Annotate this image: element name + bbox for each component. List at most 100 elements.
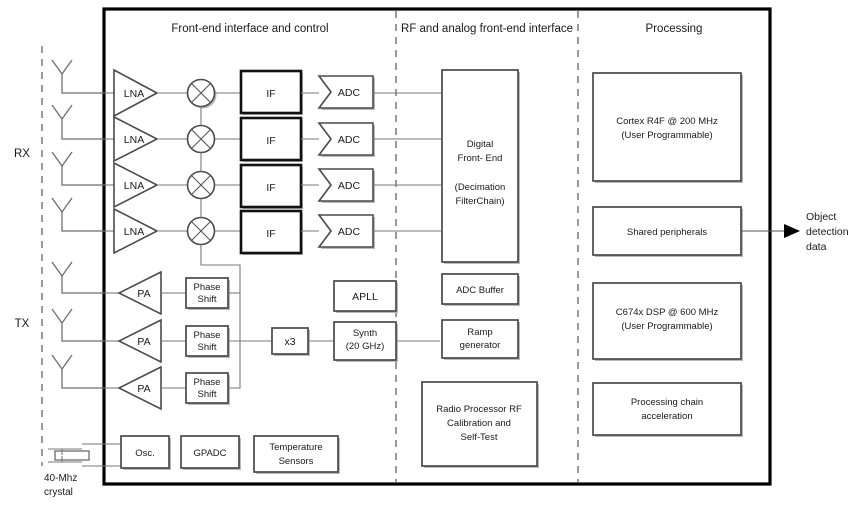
rx-chain-row-1: LNA IF ADC (104, 68, 442, 118)
crystal-line1: 40-Mhz (44, 473, 77, 484)
adc-3-label: ADC (338, 180, 361, 192)
if-4 (239, 209, 303, 255)
adc-buffer-block: ADC Buffer (441, 273, 520, 306)
dsp-line2: (User Programmable) (621, 321, 712, 332)
output-line3: data (806, 241, 827, 253)
lna-2 (113, 115, 159, 163)
tx-chain-row-1: PA Phase Shift (104, 270, 240, 316)
cortex-line2: (User Programmable) (621, 130, 712, 141)
ramp-generator-block: Ramp generator (441, 319, 520, 360)
mixer-3 (186, 170, 216, 200)
phase-shift-2 (185, 325, 229, 357)
adc-3 (317, 168, 374, 202)
section-title-processing: Processing (646, 23, 703, 35)
phase-shift-2-line2: Shift (197, 342, 216, 353)
mixer-4 (186, 216, 216, 246)
if-3 (239, 163, 303, 209)
synth-label-line2: (20 GHz) (346, 341, 385, 352)
pa-2-label: PA (137, 336, 150, 348)
multiplier-x3-label: x3 (284, 336, 295, 348)
radio-processor-block: Radio Processor RF Calibration and Self-… (421, 381, 539, 468)
chip-boundary-frame (102, 7, 772, 486)
lo-distribution-bus (200, 106, 241, 341)
if-3-label: IF (266, 182, 275, 194)
crystal-line2: crystal (44, 487, 73, 498)
side-label-rx: RX (14, 148, 30, 160)
side-label-tx: TX (15, 318, 30, 330)
gpadc-block: GPADC (180, 435, 241, 470)
osc-block: Osc. (82, 435, 171, 470)
if-1 (239, 69, 303, 115)
synth-block: Synth (20 GHz) (333, 321, 440, 362)
lna-1 (113, 68, 159, 118)
adc-2-label: ADC (338, 134, 361, 146)
dfe-line2: Front- End (458, 153, 503, 164)
radio-processor-line3: Self-Test (461, 432, 498, 443)
output-line1: Object (806, 211, 836, 223)
phase-shift-2-line1: Phase (194, 330, 221, 341)
shared-peripherals-label: Shared peripherals (627, 227, 708, 238)
phase-shift-1-line2: Shift (197, 294, 216, 305)
digital-front-end-block: Digital Front- End (Decimation FilterCha… (441, 69, 520, 264)
mixer-1 (186, 78, 217, 109)
ramp-generator-line2: generator (460, 340, 501, 351)
if-4-label: IF (266, 228, 275, 240)
section-title-rf-analog: RF and analog front-end interface (401, 23, 573, 35)
adc-buffer-label: ADC Buffer (456, 285, 504, 296)
section-title-front-end: Front-end interface and control (171, 23, 328, 35)
proc-accel-line1: Processing chain (631, 397, 703, 408)
phase-shift-3-line1: Phase (194, 377, 221, 388)
proc-accel-line2: acceleration (641, 411, 692, 422)
tx-chain-row-2: PA Phase Shift (104, 318, 272, 364)
if-2-label: IF (266, 135, 275, 147)
lna-2-label: LNA (124, 134, 144, 146)
osc-label: Osc. (135, 448, 155, 459)
if-1-label: IF (266, 88, 275, 100)
lna-3-label: LNA (124, 180, 144, 192)
tx-antenna-1 (51, 261, 104, 294)
rx-chain-row-4: LNA IF ADC (104, 207, 442, 255)
crystal-symbol: 40-Mhz crystal (44, 448, 90, 498)
adc-2 (317, 122, 374, 156)
synth-label-line1: Synth (353, 328, 377, 339)
adc-1 (317, 75, 374, 109)
rx-antenna-4 (51, 197, 104, 232)
cortex-line1: Cortex R4F @ 200 MHz (616, 116, 718, 127)
phase-shift-1-line1: Phase (194, 282, 221, 293)
rx-chain-row-2: LNA IF ADC (104, 115, 442, 163)
apll-block: APLL (333, 280, 398, 313)
shared-peripherals-block: Shared peripherals (592, 206, 743, 257)
ramp-generator-line1: Ramp (467, 327, 492, 338)
tx-antenna-2 (51, 308, 104, 342)
adc-1-label: ADC (338, 87, 361, 99)
tx-antenna-3 (51, 354, 104, 389)
if-2 (239, 116, 303, 162)
rx-antenna-2 (51, 104, 104, 140)
rx-antenna-3 (51, 151, 104, 186)
adc-4-label: ADC (338, 226, 361, 238)
pa-3-label: PA (137, 383, 150, 395)
dfe-line1: Digital (467, 139, 493, 150)
dfe-line4: FilterChain) (455, 196, 504, 207)
radio-processor-line2: Calibration and (447, 418, 511, 429)
temperature-sensors-line2: Sensors (279, 456, 314, 467)
gpadc-label: GPADC (193, 448, 226, 459)
radio-processor-line1: Radio Processor RF (436, 404, 522, 415)
mixer-2 (186, 124, 216, 154)
lna-4 (113, 207, 159, 255)
object-detection-output: Object detection data (741, 211, 849, 253)
processing-chain-acceleration-block: Processing chain acceleration (592, 382, 743, 437)
output-line2: detection (806, 226, 849, 238)
pa-1-label: PA (137, 288, 150, 300)
lna-1-label: LNA (124, 88, 144, 100)
phase-shift-3-line2: Shift (197, 389, 216, 400)
apll-label: APLL (352, 291, 378, 303)
lna-3 (113, 161, 159, 209)
lna-4-label: LNA (124, 226, 144, 238)
dsp-block: C674x DSP @ 600 MHz (User Programmable) (592, 282, 743, 361)
cortex-r4f-block: Cortex R4F @ 200 MHz (User Programmable) (592, 72, 743, 183)
rx-antenna-1 (51, 59, 104, 94)
tx-chain-row-3: PA Phase Shift (104, 341, 241, 411)
